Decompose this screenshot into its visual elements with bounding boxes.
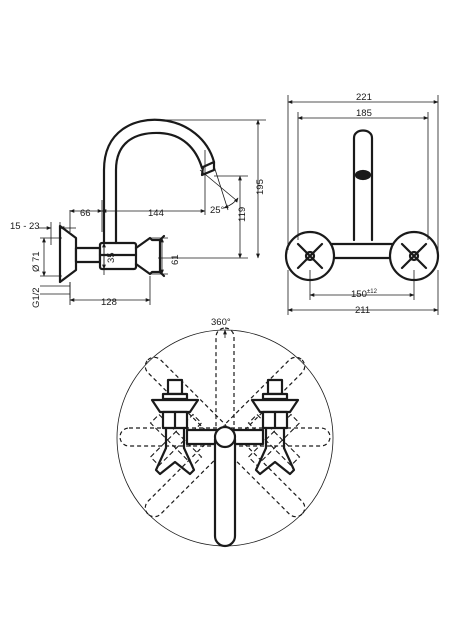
spout-pivot-top [213,425,237,449]
dim-150: 150 [351,289,367,300]
front-view: 221 185 150 ±12 211 [284,92,440,316]
dim-15-23: 15 - 23 [10,221,40,232]
dim-150-tolerance: ±12 [367,289,378,295]
dim-g12: G1/2 [31,287,42,308]
eccentric-connector [74,246,102,264]
handle-swing-positions [149,413,301,467]
dim-35: 35 [106,252,117,263]
dim-211: 211 [355,305,370,316]
spout-outer [102,118,216,245]
left-handle-cross [296,242,324,270]
right-handle-cross [400,242,428,270]
spout-aerator [200,160,216,177]
dim-61: 61 [170,254,181,265]
dim-119: 119 [237,207,248,222]
dim-195: 195 [255,179,266,195]
dim-360: 360° [211,317,231,328]
spout-inner [114,131,204,245]
spout-front [352,129,374,242]
dim-128: 128 [101,297,117,308]
dim-144: 144 [148,208,164,219]
wall-flange [58,224,78,284]
dim-angle-25: 25° [210,205,225,216]
right-valve-top [250,378,300,476]
dim-221: 221 [356,92,372,103]
top-view: 360° [116,317,334,548]
left-valve-top [150,378,200,476]
dim-66: 66 [80,208,91,219]
dim-diameter-71: Ø 71 [31,251,42,272]
dim-185: 185 [356,108,372,119]
handle-cross-side [134,236,162,276]
spout-outlet-front [354,169,372,181]
side-view: 66 144 15 - 23 25° 119 195 Ø 71 [10,118,266,308]
